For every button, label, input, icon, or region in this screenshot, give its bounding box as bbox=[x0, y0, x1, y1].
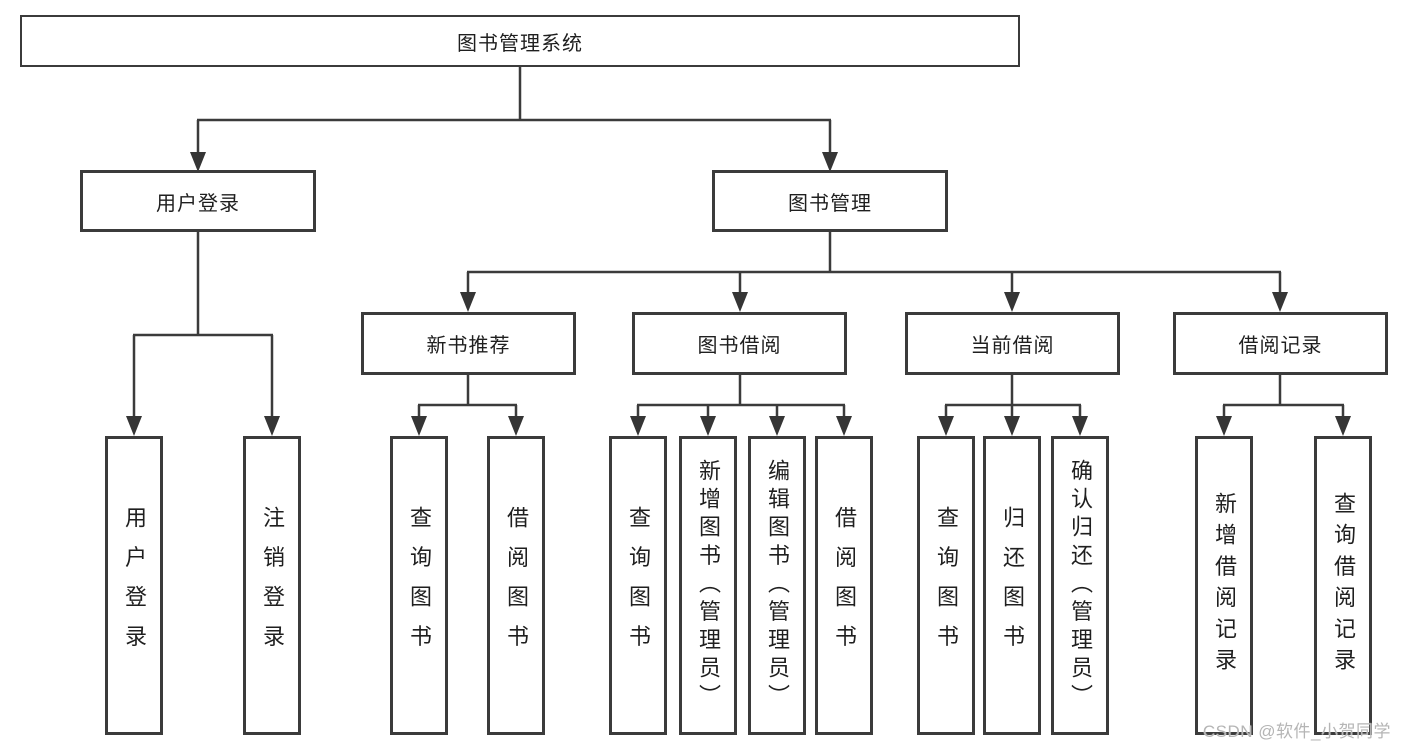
node-current-borrowing-label: 当前借阅 bbox=[970, 335, 1055, 357]
leaf-query-books-current: 查询图书 bbox=[917, 436, 975, 735]
node-borrowing-records: 借阅记录 bbox=[1173, 312, 1388, 375]
leaf-query-borrow-record-label: 查询借阅记录 bbox=[1331, 491, 1356, 680]
node-user-login-label: 用户登录 bbox=[156, 192, 240, 215]
leaf-return-books-label: 归还图书 bbox=[1000, 506, 1025, 665]
leaf-query-books-recommend: 查询图书 bbox=[390, 436, 448, 735]
leaf-confirm-return-admin: 确认归还（管理员） bbox=[1051, 436, 1109, 735]
node-book-borrowing: 图书借阅 bbox=[632, 312, 847, 375]
node-system-root: 图书管理系统 bbox=[20, 15, 1020, 67]
leaf-query-books-borrowing: 查询图书 bbox=[609, 436, 667, 735]
node-current-borrowing: 当前借阅 bbox=[905, 312, 1120, 375]
leaf-logout-label: 注销登录 bbox=[260, 506, 285, 665]
leaf-add-books-admin: 新增图书（管理员） bbox=[679, 436, 737, 735]
leaf-query-books-borrowing-label: 查询图书 bbox=[626, 506, 651, 665]
leaf-query-books-current-label: 查询图书 bbox=[934, 506, 959, 665]
leaf-user-login-label: 用户登录 bbox=[122, 506, 147, 665]
node-borrowing-records-label: 借阅记录 bbox=[1238, 335, 1323, 357]
leaf-borrow-books-recommend: 借阅图书 bbox=[487, 436, 545, 735]
arrowheads bbox=[126, 152, 1351, 436]
leaf-edit-books-admin: 编辑图书（管理员） bbox=[748, 436, 806, 735]
leaf-return-books: 归还图书 bbox=[983, 436, 1041, 735]
node-book-management-label: 图书管理 bbox=[788, 192, 872, 215]
node-user-login: 用户登录 bbox=[80, 170, 316, 232]
leaf-query-books-recommend-label: 查询图书 bbox=[407, 506, 432, 665]
node-book-borrowing-label: 图书借阅 bbox=[697, 335, 782, 357]
node-new-book-recommend: 新书推荐 bbox=[361, 312, 576, 375]
leaf-add-borrow-record: 新增借阅记录 bbox=[1195, 436, 1253, 735]
leaf-borrow-books-borrowing: 借阅图书 bbox=[815, 436, 873, 735]
csdn-watermark: CSDN @软件_小贺同学 bbox=[1202, 722, 1391, 741]
leaf-confirm-return-admin-label: 确认归还（管理员） bbox=[1068, 458, 1093, 713]
leaf-add-books-admin-label: 新增图书（管理员） bbox=[696, 458, 721, 713]
leaf-query-borrow-record: 查询借阅记录 bbox=[1314, 436, 1372, 735]
leaf-borrow-books-recommend-label: 借阅图书 bbox=[504, 506, 529, 665]
leaf-logout: 注销登录 bbox=[243, 436, 301, 735]
node-new-book-recommend-label: 新书推荐 bbox=[426, 335, 511, 357]
leaf-user-login: 用户登录 bbox=[105, 436, 163, 735]
leaf-borrow-books-borrowing-label: 借阅图书 bbox=[832, 506, 857, 665]
node-system-root-label: 图书管理系统 bbox=[457, 32, 583, 55]
leaf-edit-books-admin-label: 编辑图书（管理员） bbox=[765, 458, 790, 713]
node-book-management: 图书管理 bbox=[712, 170, 948, 232]
leaf-add-borrow-record-label: 新增借阅记录 bbox=[1212, 491, 1237, 680]
